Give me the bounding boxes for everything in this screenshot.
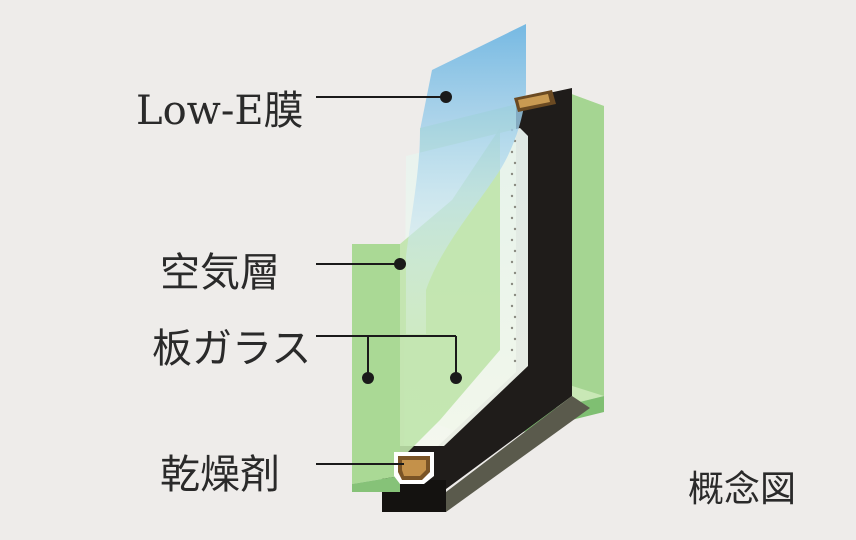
label-plate-glass: 板ガラス: [152, 326, 312, 372]
desiccant-dots: [510, 128, 517, 363]
spacer-dot: [510, 150, 514, 154]
leader-lines: [316, 91, 462, 465]
spacer-dot: [510, 282, 514, 286]
desiccant-chunk-top: [514, 90, 556, 112]
spacer-dot: [513, 183, 517, 187]
spacer-dot: [510, 216, 514, 220]
spacer-dot: [513, 293, 517, 297]
spacer-dot: [513, 249, 517, 253]
label-desiccant: 乾燥剤: [160, 452, 280, 498]
spacer-dot: [513, 359, 517, 363]
spacer-dot: [510, 172, 514, 176]
spacer-dot: [510, 260, 514, 264]
spacer-dot: [510, 348, 514, 352]
label-concept-diagram: 概念図: [688, 469, 797, 510]
label-air-layer: 空気層: [160, 250, 280, 296]
spacer-dot: [513, 227, 517, 231]
spacer-dot: [513, 205, 517, 209]
spacer-dot: [513, 315, 517, 319]
spacer-dot: [510, 238, 514, 242]
spacer-dot: [510, 304, 514, 308]
spacer-dot: [510, 194, 514, 198]
spacer-dot: [510, 326, 514, 330]
label-low-e-film: Low-E膜: [136, 88, 304, 134]
desiccant-chunk-bottom: [394, 452, 434, 484]
low-e-film: [406, 24, 526, 334]
spacer-dot: [513, 161, 517, 165]
spacer-dot: [513, 337, 517, 341]
spacer-dot: [513, 271, 517, 275]
